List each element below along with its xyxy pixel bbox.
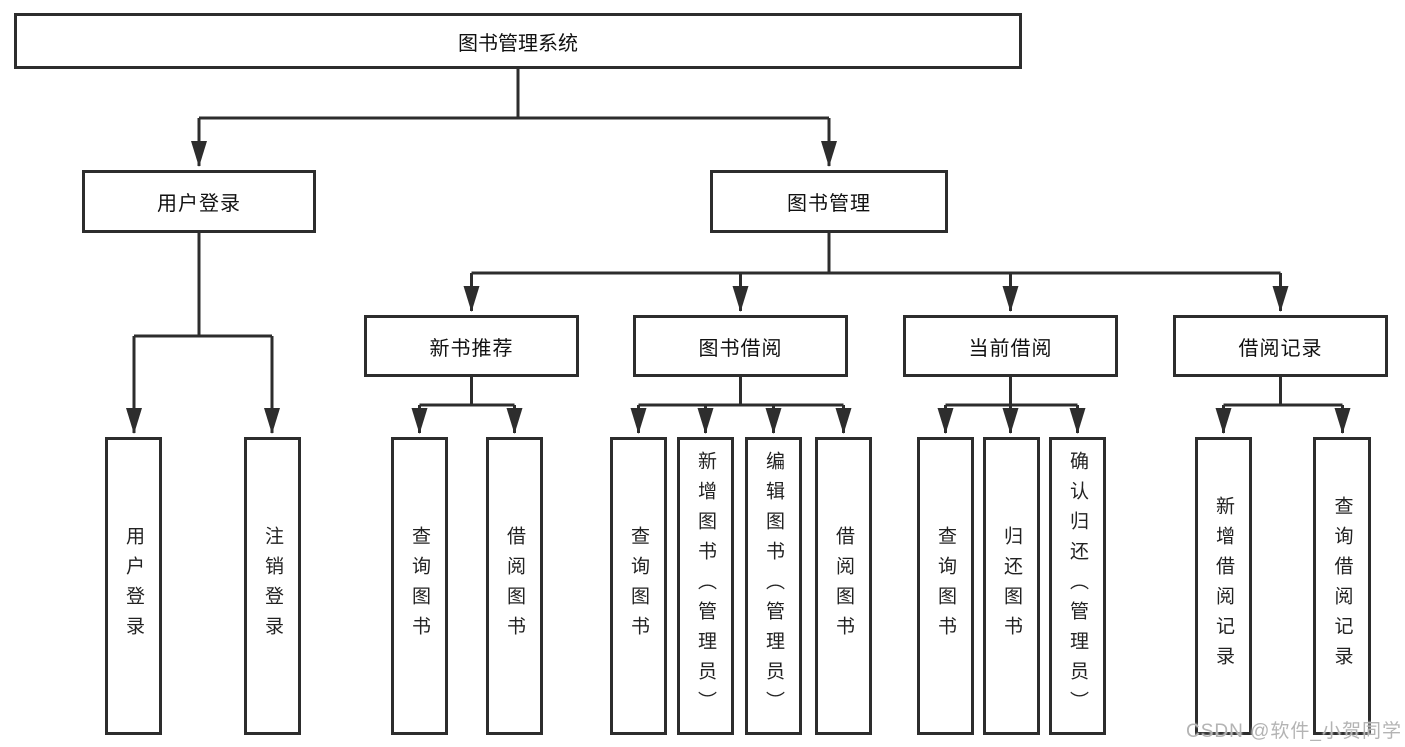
node-label: 图书管理 [787, 193, 871, 215]
node-borrowing-records: 借阅记录 [1173, 315, 1388, 377]
node-leaf-confirm-return-admin: 确认归还（管理员） [1049, 437, 1106, 735]
node-label: 确认归还（管理员） [1067, 451, 1088, 721]
node-leaf-query-borrow-record: 查询借阅记录 [1313, 437, 1371, 735]
node-label: 新书推荐 [429, 337, 514, 360]
node-label: 借阅记录 [1238, 337, 1323, 360]
node-leaf-query-books-borrowing: 查询图书 [610, 437, 667, 735]
node-label: 借阅图书 [833, 526, 854, 646]
node-leaf-borrow-books-borrowing: 借阅图书 [815, 437, 872, 735]
node-label: 用户登录 [157, 193, 241, 215]
node-leaf-query-books-recommend: 查询图书 [391, 437, 448, 735]
node-label: 用户登录 [123, 526, 144, 646]
node-user-login: 用户登录 [82, 170, 316, 233]
node-book-borrowing: 图书借阅 [633, 315, 848, 377]
node-leaf-add-borrow-record: 新增借阅记录 [1195, 437, 1252, 735]
node-leaf-return-books: 归还图书 [983, 437, 1040, 735]
csdn-watermark: CSDN @软件_小贺同学 [1186, 721, 1402, 742]
node-leaf-edit-books-admin: 编辑图书（管理员） [745, 437, 802, 735]
node-label: 图书借阅 [698, 337, 783, 360]
node-leaf-user-login: 用户登录 [105, 437, 162, 735]
node-book-management: 图书管理 [710, 170, 948, 233]
node-label: 图书管理系统 [458, 32, 578, 55]
node-new-book-recommendation: 新书推荐 [364, 315, 579, 377]
node-label: 当前借阅 [968, 337, 1053, 360]
node-label: 编辑图书（管理员） [763, 451, 784, 721]
node-label: 查询图书 [628, 526, 649, 646]
node-label: 注销登录 [262, 526, 283, 646]
node-label: 归还图书 [1001, 526, 1022, 646]
node-leaf-borrow-books-recommend: 借阅图书 [486, 437, 543, 735]
node-library-management-system: 图书管理系统 [14, 13, 1022, 69]
node-leaf-add-books-admin: 新增图书（管理员） [677, 437, 734, 735]
node-current-borrowing: 当前借阅 [903, 315, 1118, 377]
node-label: 查询借阅记录 [1331, 496, 1353, 676]
node-leaf-logout: 注销登录 [244, 437, 301, 735]
node-label: 新增图书（管理员） [695, 451, 716, 721]
node-label: 查询图书 [935, 526, 956, 646]
node-label: 新增借阅记录 [1213, 496, 1234, 676]
node-label: 借阅图书 [504, 526, 525, 646]
node-label: 查询图书 [409, 526, 430, 646]
node-leaf-query-books-current: 查询图书 [917, 437, 974, 735]
